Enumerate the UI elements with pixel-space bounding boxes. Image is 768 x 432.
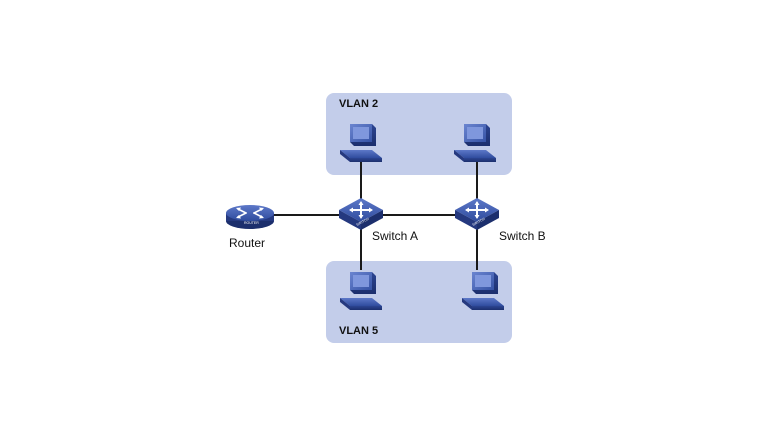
router-label: Router <box>229 236 266 250</box>
router-icon[interactable] <box>225 204 275 230</box>
links <box>270 160 478 270</box>
switch-b-icon[interactable] <box>454 197 500 231</box>
switch-a-icon[interactable] <box>338 197 384 231</box>
vlan2-label: VLAN 2 <box>339 98 379 110</box>
vlan5-label: VLAN 5 <box>339 325 379 337</box>
switch-b-label: Switch B <box>499 229 546 243</box>
switch-a-label: Switch A <box>372 229 419 243</box>
